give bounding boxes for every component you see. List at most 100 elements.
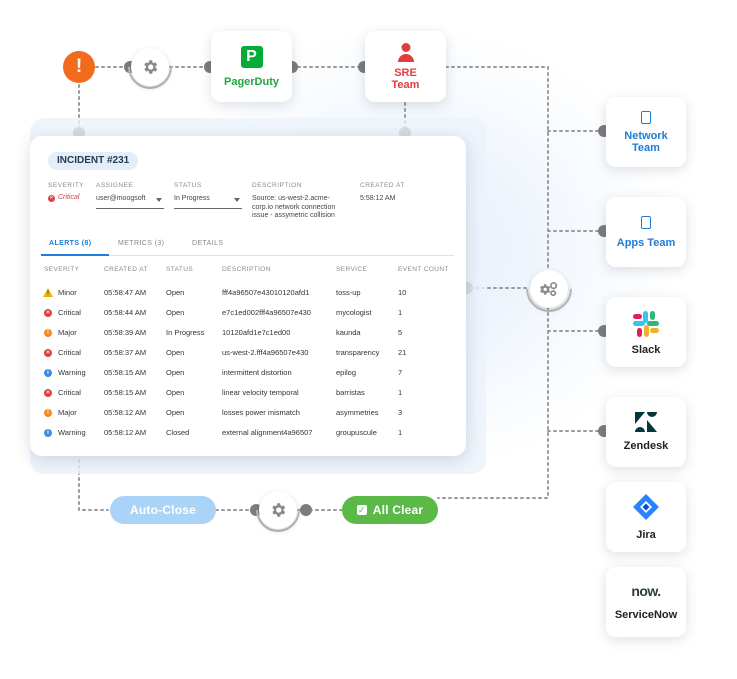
- warning-severity-icon: i: [44, 429, 52, 437]
- tab-alerts[interactable]: ALERTS (8): [49, 240, 92, 247]
- cell-service: asymmetries: [336, 408, 379, 417]
- cell-event-count: 1: [398, 308, 403, 317]
- servicenow-logo-icon: now.: [631, 583, 661, 599]
- description-line-2: corp.io network connection: [252, 203, 336, 211]
- description-meta-label: DESCRIPTION: [252, 182, 302, 189]
- connector-dot: [300, 504, 312, 516]
- team-icon: [641, 215, 651, 229]
- assignee-select[interactable]: user@moogsoft: [96, 195, 146, 202]
- sre-label-line2: Team: [391, 79, 420, 91]
- cell-created: 05:58:15 AM: [104, 368, 147, 377]
- gear-icon: [131, 48, 169, 86]
- cell-service: toss-up: [336, 288, 361, 297]
- auto-close-pill[interactable]: Auto-Close: [110, 496, 216, 524]
- chevron-down-icon[interactable]: [234, 198, 240, 202]
- cell-severity: Minor: [58, 288, 77, 297]
- cell-status: Open: [166, 388, 185, 397]
- servicenow-label: ServiceNow: [614, 609, 678, 621]
- cell-severity: Major: [58, 408, 77, 417]
- cell-service: mycologist: [336, 308, 372, 317]
- servicenow-node[interactable]: now. ServiceNow: [606, 567, 686, 637]
- network-team-label-line1: Network: [624, 129, 668, 142]
- critical-x-icon: ✕: [48, 195, 55, 202]
- apps-team-node[interactable]: Apps Team: [606, 197, 686, 267]
- all-clear-label: All Clear: [372, 503, 424, 517]
- column-header-service[interactable]: SERVICE: [336, 266, 368, 273]
- status-select[interactable]: In Progress: [174, 195, 210, 202]
- pagerduty-node[interactable]: P PagerDuty: [211, 31, 292, 102]
- jira-label: Jira: [636, 529, 656, 541]
- cell-severity: Critical: [58, 348, 81, 357]
- incident-id-badge: INCIDENT #231: [48, 152, 139, 170]
- jira-node[interactable]: Jira: [606, 482, 686, 552]
- cell-event-count: 21: [398, 348, 407, 357]
- cell-description: external alignment4a96507: [222, 428, 313, 437]
- column-header-status[interactable]: STATUS: [166, 266, 194, 273]
- cell-created: 05:58:37 AM: [104, 348, 147, 357]
- slack-node[interactable]: Slack: [606, 297, 686, 367]
- sre-label-line1: SRE: [394, 67, 417, 79]
- column-header-event-count[interactable]: EVENT COUNT: [398, 266, 449, 273]
- tab-details[interactable]: DETAILS: [192, 240, 224, 247]
- network-team-label-line2: Team: [632, 141, 660, 154]
- warning-severity-icon: i: [44, 369, 52, 377]
- cell-event-count: 5: [398, 328, 403, 337]
- zendesk-node[interactable]: Zendesk: [606, 397, 686, 467]
- status-meta-label: STATUS: [174, 182, 202, 189]
- cell-status: In Progress: [166, 328, 205, 337]
- gear-icon: [259, 491, 297, 529]
- apps-team-label: Apps Team: [616, 236, 676, 249]
- major-severity-icon: !: [44, 409, 52, 417]
- cell-description: us-west-2.fff4a96507e430: [222, 348, 309, 357]
- cell-description: losses power mismatch: [222, 408, 300, 417]
- all-clear-pill[interactable]: ✓ All Clear: [342, 496, 438, 524]
- pagerduty-logo-icon: P: [240, 45, 263, 68]
- assignee-meta-label: ASSIGNEE: [96, 182, 134, 189]
- zendesk-logo-icon: [635, 412, 657, 432]
- cell-event-count: 1: [398, 388, 403, 397]
- column-header-severity[interactable]: SEVERITY: [44, 266, 80, 273]
- cell-severity: Critical: [58, 308, 81, 317]
- sre-team-node[interactable]: SRE Team: [365, 31, 446, 102]
- cell-service: transparency: [336, 348, 380, 357]
- cell-severity: Major: [58, 328, 77, 337]
- description-line-3: issue - assymetric collision: [252, 212, 335, 219]
- critical-severity-icon: ✕: [44, 309, 52, 317]
- cell-created: 05:58:39 AM: [104, 328, 147, 337]
- cell-created: 05:58:44 AM: [104, 308, 147, 317]
- tab-metrics[interactable]: METRICS (3): [118, 240, 165, 247]
- cell-description: linear velocity temporal: [222, 388, 299, 397]
- cell-created: 05:58:12 AM: [104, 408, 147, 417]
- major-severity-icon: !: [44, 329, 52, 337]
- network-team-node[interactable]: Network Team: [606, 97, 686, 167]
- assignee-select-underline: [96, 208, 164, 209]
- jira-logo-icon: [633, 494, 659, 520]
- chevron-down-icon[interactable]: [156, 198, 162, 202]
- critical-severity-icon: ✕: [44, 389, 52, 397]
- slack-label: Slack: [631, 343, 661, 356]
- severity-meta-label: SEVERITY: [48, 182, 85, 189]
- column-header-description[interactable]: DESCRIPTION: [222, 266, 271, 273]
- cell-status: Open: [166, 288, 185, 297]
- active-tab-indicator: [41, 254, 109, 256]
- cell-event-count: 7: [398, 368, 403, 377]
- zendesk-label: Zendesk: [623, 440, 669, 452]
- cell-severity: Warning: [58, 368, 86, 377]
- minor-severity-icon: !: [43, 288, 53, 297]
- column-header-created[interactable]: CREATED AT: [104, 266, 148, 273]
- gears-icon: [530, 270, 568, 308]
- tab-divider: [41, 255, 454, 256]
- cell-service: groupuscule: [336, 428, 377, 437]
- created-meta-value: 5:58:12 AM: [360, 195, 396, 202]
- person-icon: [397, 43, 414, 62]
- cell-event-count: 1: [398, 428, 403, 437]
- cell-event-count: 10: [398, 288, 407, 297]
